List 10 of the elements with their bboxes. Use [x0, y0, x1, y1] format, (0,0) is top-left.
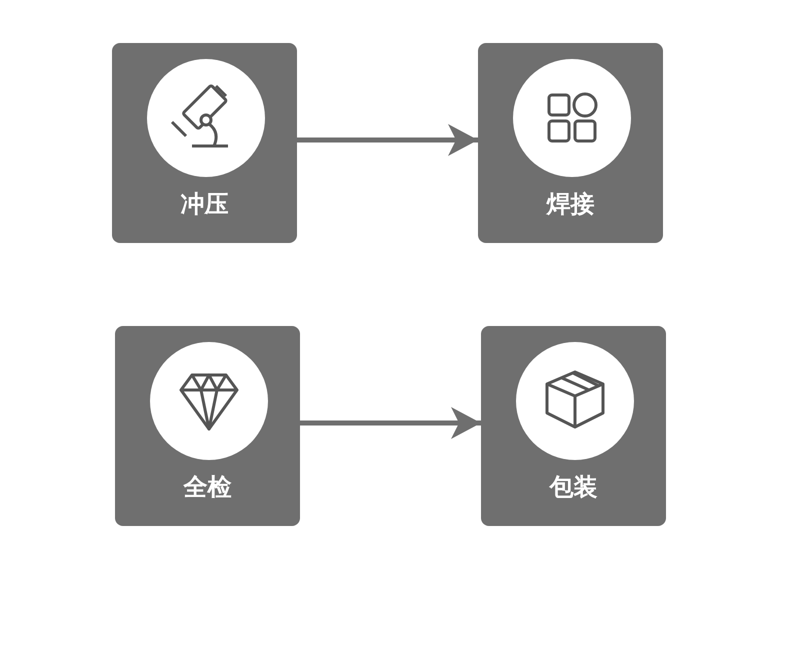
step-label: 冲压: [180, 189, 228, 220]
process-box: [115, 326, 300, 526]
arrow: [300, 407, 481, 439]
step-label: 全检: [184, 472, 232, 503]
arrow: [297, 124, 478, 156]
step-label: 包装: [550, 472, 598, 503]
process-box: [481, 326, 666, 526]
process-box: [112, 43, 297, 243]
step-label: 焊接: [546, 189, 594, 220]
process-box: [478, 43, 663, 243]
